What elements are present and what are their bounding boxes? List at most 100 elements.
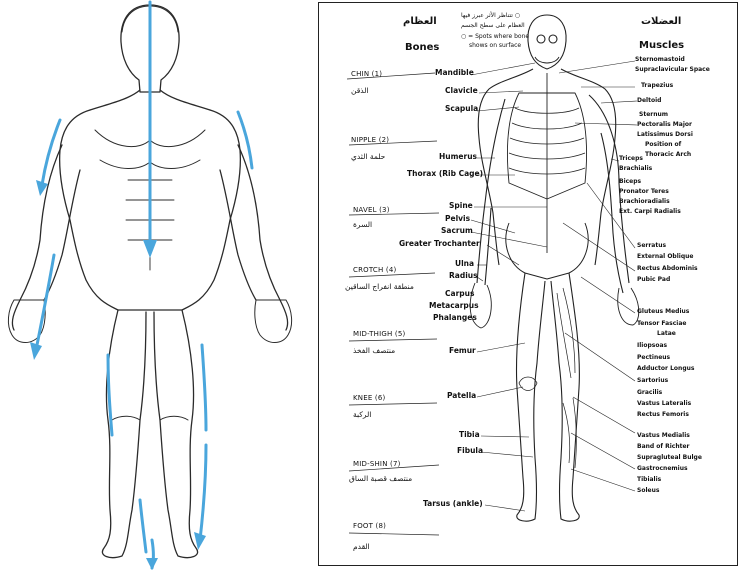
header-muscles-en: Muscles	[639, 41, 684, 51]
anatomy-chart: العظام Bones العضلات Muscles ○ تتناظر ال…	[318, 2, 738, 566]
leader-sacrum	[471, 232, 547, 247]
leader-sternomastoid	[559, 61, 635, 73]
header-muscles-ar: العضلات	[641, 17, 681, 27]
muscle-pectineus: Pectineus	[637, 355, 670, 361]
bone-mandible: Mandible	[435, 69, 474, 77]
bone-sacrum: Sacrum	[441, 227, 473, 235]
level-line-foot	[349, 533, 439, 535]
muscle-band-of-richter: Band of Richter	[637, 444, 690, 450]
muscle-gastrocnemius: Gastrocnemius	[637, 466, 688, 472]
bone-tarsus: Tarsus (ankle)	[423, 500, 483, 508]
leader-gastrocnemius	[571, 433, 635, 469]
leg-left-skeleton	[516, 273, 545, 521]
level-knee-ar: الركبة	[353, 411, 371, 419]
muscle-pronator-teres: Pronator Teres	[619, 189, 669, 195]
leader-fibula	[481, 452, 533, 457]
leader-sartorius	[565, 333, 635, 381]
right-leg-flow-1	[202, 345, 206, 430]
level-nipple: NIPPLE (2)	[351, 137, 389, 144]
leader-femur	[477, 343, 525, 352]
muscle-serratus: Serratus	[637, 243, 666, 249]
right-hand-outline	[255, 300, 292, 343]
foot-arrowhead	[146, 558, 158, 570]
muscle-triceps: Triceps	[619, 156, 643, 162]
muscle-rectus-abdominis: Rectus Abdominis	[637, 266, 698, 272]
knee-lines	[112, 416, 188, 420]
leader-deltoid	[601, 101, 637, 103]
muscle-ext-carpi-radialis: Ext. Carpi Radialis	[619, 209, 681, 215]
muscle-trapezius: Trapezius	[641, 83, 673, 89]
level-foot: FOOT (8)	[353, 523, 386, 530]
level-navel: NAVEL (3)	[353, 207, 390, 214]
muscle-tibialis: Tibialis	[637, 477, 661, 483]
legend-line-2: العظام على سطح الجسم	[461, 23, 525, 29]
bone-carpus: Carpus	[445, 290, 474, 298]
leader-soleus	[571, 469, 635, 491]
muscle-position-of: Position of	[645, 142, 681, 148]
muscle-vastus-medialis: Vastus Medialis	[637, 433, 690, 439]
muscle-biceps: Biceps	[619, 179, 641, 185]
muscle-sartorius: Sartorius	[637, 378, 668, 384]
flow-figure-drawing	[0, 0, 300, 570]
right-leg-flow-2	[200, 445, 206, 540]
right-leg-outline	[154, 310, 198, 558]
bone-metacarpus: Metacarpus	[429, 302, 479, 310]
legend-line-3: ○ = Spots where bone	[461, 34, 529, 40]
leader-trochanter	[487, 245, 519, 265]
muscle-rectus-femoris: Rectus Femoris	[637, 412, 689, 418]
level-midthigh: MID-THIGH (5)	[353, 331, 405, 338]
figure-flow-illustration	[0, 0, 300, 570]
muscle-supraclavicular: Supraclavicular Space	[635, 67, 710, 73]
muscle-gracilis: Gracilis	[637, 390, 662, 396]
leader-pelvis	[471, 220, 515, 233]
left-leg-outline	[102, 310, 146, 558]
level-navel-ar: السرة	[353, 221, 372, 229]
level-foot-ar: القدم	[353, 543, 370, 551]
leader-vastus	[573, 397, 635, 433]
left-arm-arrowhead	[30, 342, 42, 360]
eye-socket-left	[537, 35, 545, 43]
level-chin: CHIN (1)	[351, 71, 382, 78]
bone-spine: Spine	[449, 202, 473, 210]
bone-tibia: Tibia	[459, 431, 480, 439]
bone-fibula: Fibula	[457, 447, 483, 455]
bone-radius: Radius	[449, 272, 478, 280]
muscle-thoracic-arch: Thoracic Arch	[645, 152, 691, 158]
leader-clavicle	[479, 91, 523, 93]
leader-tarsus	[485, 505, 525, 511]
muscle-latissimus-dorsi: Latissimus Dorsi	[637, 132, 693, 138]
leader-tibia	[481, 436, 529, 437]
bone-clavicle: Clavicle	[445, 87, 478, 95]
muscle-pectoralis-major: Pectoralis Major	[637, 122, 692, 128]
muscle-brachialis: Brachialis	[619, 166, 652, 172]
level-midshin-ar: منتصف قصبة الساق	[349, 475, 412, 483]
muscle-soleus: Soleus	[637, 488, 659, 494]
level-nipple-ar: حلمة الثدي	[351, 153, 385, 161]
muscle-sternum: Sternum	[639, 112, 668, 118]
muscle-adductor-longus: Adductor Longus	[637, 366, 694, 372]
level-knee: KNEE (6)	[353, 395, 385, 402]
bone-thorax: Thorax (Rib Cage)	[407, 170, 483, 178]
level-crotch: CROTCH (4)	[353, 267, 396, 274]
bone-humerus: Humerus	[439, 153, 477, 161]
muscle-supragluteal-bulge: Supragluteal Bulge	[637, 455, 702, 461]
left-arm-flow	[36, 255, 54, 350]
level-midthigh-ar: منتصف الفخذ	[353, 347, 395, 355]
muscle-external-oblique: External Oblique	[637, 254, 693, 260]
level-crotch-ar: منطقة انفراج الساقين	[345, 283, 414, 291]
bone-femur: Femur	[449, 347, 476, 355]
muscle-tensor-fasciae: Tensor Fasciae	[637, 321, 686, 327]
left-shin-flow	[140, 500, 146, 552]
legend-line-1: ○ تتناظر الأثر عبرز فيها	[461, 13, 520, 19]
bone-patella: Patella	[447, 392, 476, 400]
leg-right-muscled	[551, 273, 579, 521]
muscle-sternomastoid: Sternomastoid	[635, 57, 685, 63]
right-arm-outline	[220, 145, 288, 330]
jaw-outline	[535, 57, 559, 63]
muscle-deltoid: Deltoid	[637, 98, 661, 104]
level-line-midthigh	[349, 339, 437, 341]
legend-line-4: shows on surface	[469, 43, 521, 49]
muscle-pubic-pad: Pubic Pad	[637, 277, 670, 283]
eye-socket-right	[549, 35, 557, 43]
bone-pelvis: Pelvis	[445, 215, 470, 223]
